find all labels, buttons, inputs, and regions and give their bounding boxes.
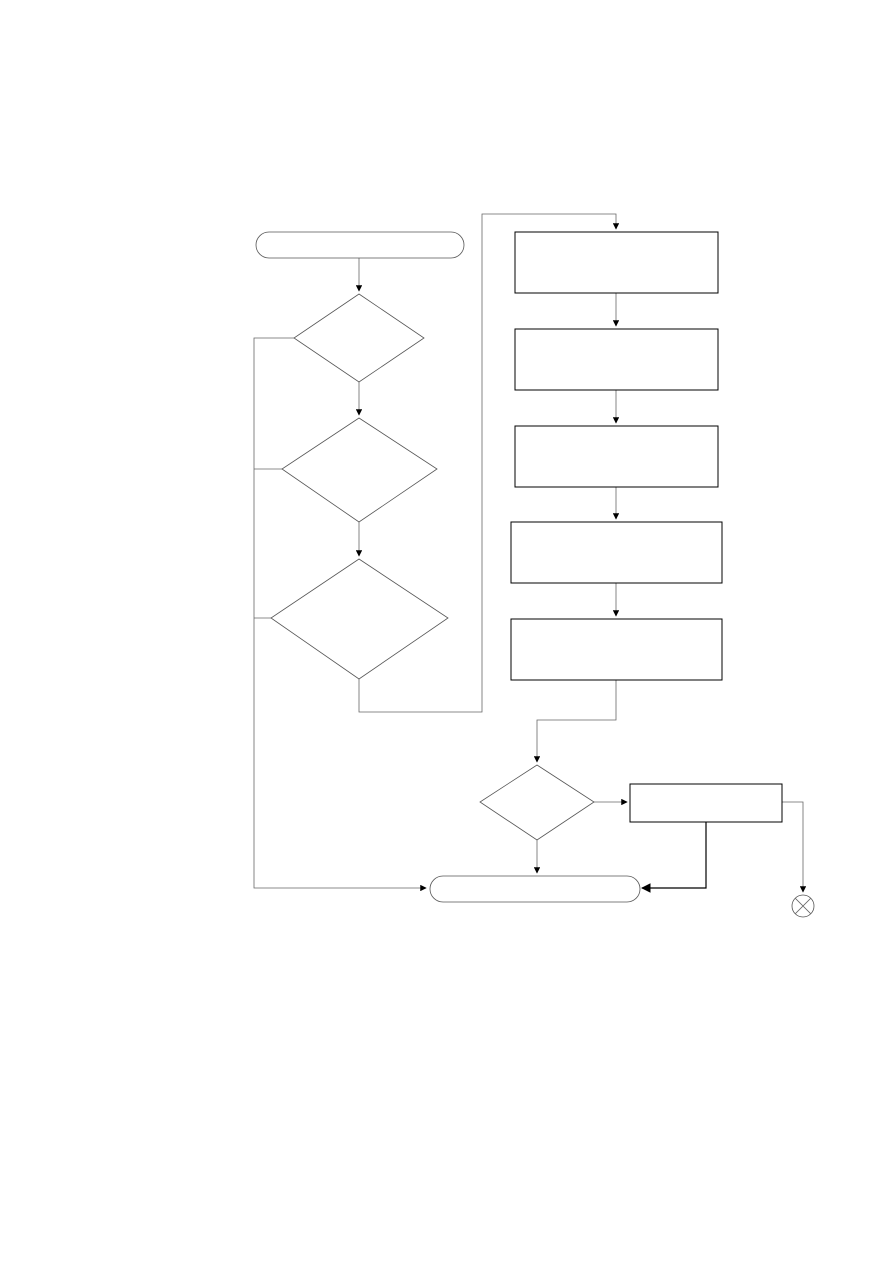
off-page-connector [791,894,815,918]
process-1 [514,231,719,294]
process-4 [510,521,723,584]
decision-3 [270,558,449,680]
process-2 [514,328,719,391]
edge-process-6-to-connector [782,801,807,893]
end-terminator [429,875,641,903]
process-6 [629,783,783,823]
edge-process-6-to-end [641,822,707,893]
decision-2 [281,417,438,523]
decision-4 [479,764,595,841]
start-terminator [255,231,465,259]
process-5 [510,618,723,681]
edge-process-5-to-decision-4 [533,680,617,763]
edge-decision-3-to-process-1 [358,213,620,713]
edge-left-bus-to-end [253,337,427,892]
decision-1 [293,293,425,383]
connectors [253,213,807,893]
process-3 [514,425,719,488]
nodes [255,231,815,918]
cross-icon [794,897,812,915]
